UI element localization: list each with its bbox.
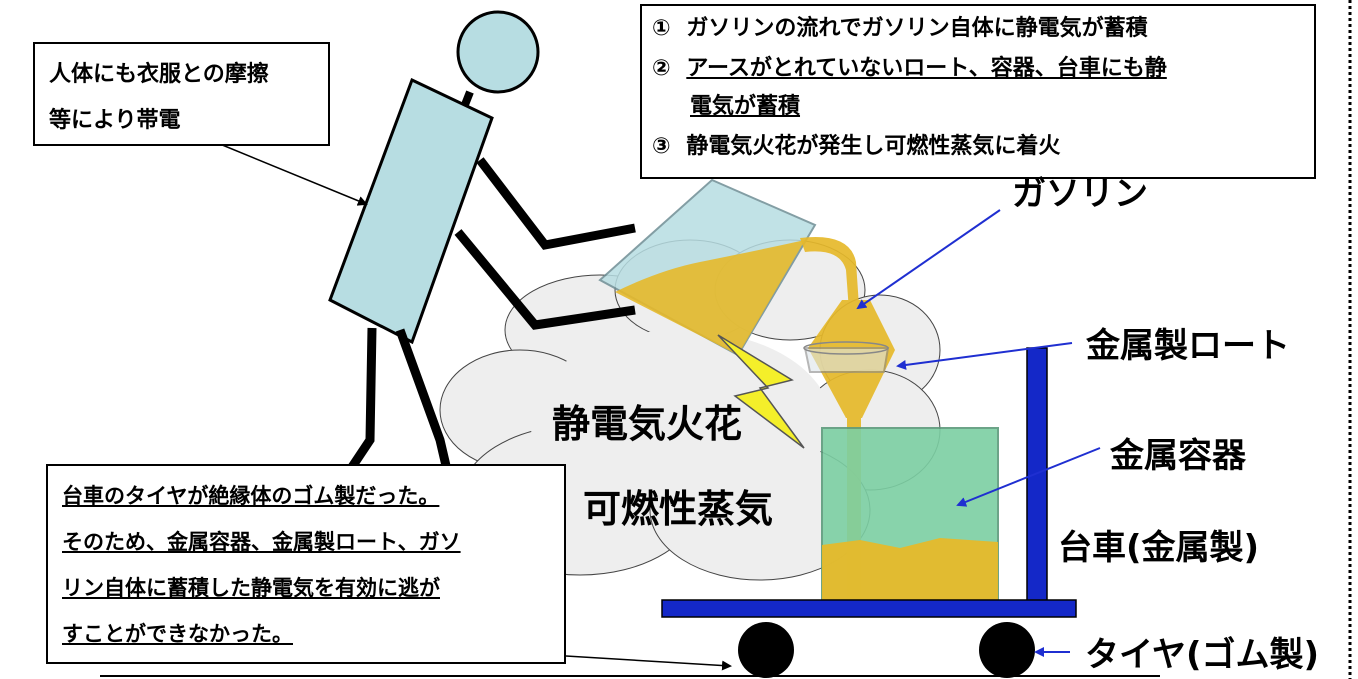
arrow-container: [956, 447, 1101, 507]
cart-tire-line-1: 台車のタイヤが絶縁体のゴム製だった。: [62, 484, 440, 508]
person-arm-lower: [454, 229, 636, 330]
cause-text-2: アースがとれていないロート、容器、台車にも静: [686, 56, 1167, 81]
metal-funnel: [803, 341, 890, 373]
cause-marker-3: ③: [652, 134, 671, 159]
human-static-line-2: 等により帯電: [49, 108, 181, 133]
cause-text-3: 静電気火花が発生し可燃性蒸気に着火: [686, 134, 1061, 159]
spark-icon: [717, 334, 805, 449]
person-figure: [328, 10, 636, 473]
human-static-note: 人体にも衣服との摩擦 等により帯電: [33, 42, 330, 146]
person-arm-upper: [476, 157, 636, 250]
cause-marker-1: ①: [652, 16, 671, 41]
person-leg-left: [346, 327, 377, 473]
vapor-cloud: [439, 239, 941, 581]
person-body: [328, 77, 494, 345]
label-metal-funnel: 金属製ロート: [1086, 326, 1290, 366]
cause-text-1: ガソリンの流れでガソリン自体に静電気が蓄積: [686, 16, 1148, 41]
label-metal-container: 金属容器: [1110, 436, 1246, 476]
person-head: [456, 10, 540, 94]
cart-tire-left: [738, 622, 794, 678]
arrow-funnel: [896, 342, 1073, 370]
metal-container: [821, 427, 999, 601]
arrow-gasoline: [856, 209, 1001, 310]
cause-item-2: ② アースがとれていないロート、容器、台車にも静: [652, 50, 1167, 82]
cart-platform: [661, 599, 1077, 618]
cart-tire-line-3: リン自体に蓄積した静電気を有効に逃が: [62, 576, 440, 600]
label-spark: 静電気火花: [552, 402, 743, 446]
cart-tire-right: [979, 622, 1035, 678]
person-leg-right: [395, 328, 452, 472]
cart: [661, 347, 1077, 678]
label-cart: 台車(金属製): [1058, 528, 1260, 568]
arrow-person: [214, 141, 368, 206]
arrow-cart-note: [565, 655, 732, 671]
label-tire: タイヤ(ゴム製): [1085, 635, 1320, 675]
cause-text-2-cont: 電気が蓄積: [690, 94, 801, 119]
cart-tire-line-2: そのため、金属容器、金属製ロート、ガソ: [62, 530, 461, 554]
cart-tire-line-4: すことができなかった。: [62, 622, 293, 646]
label-vapor: 可燃性蒸気: [583, 487, 774, 531]
cart-tire-note: 台車のタイヤが絶縁体のゴム製だった。 そのため、金属容器、金属製ロート、ガソ リ…: [46, 464, 566, 664]
human-static-line-1: 人体にも衣服との摩擦: [49, 62, 269, 87]
causes-note: ① ガソリンの流れでガソリン自体に静電気が蓄積 ② アースがとれていないロート、…: [640, 4, 1316, 179]
label-gasoline: ガソリン: [1012, 174, 1148, 214]
cause-item-1: ① ガソリンの流れでガソリン自体に静電気が蓄積: [652, 10, 1148, 42]
cause-item-3: ③ 静電気火花が発生し可燃性蒸気に着火: [652, 128, 1060, 160]
cause-marker-2: ②: [652, 56, 671, 81]
